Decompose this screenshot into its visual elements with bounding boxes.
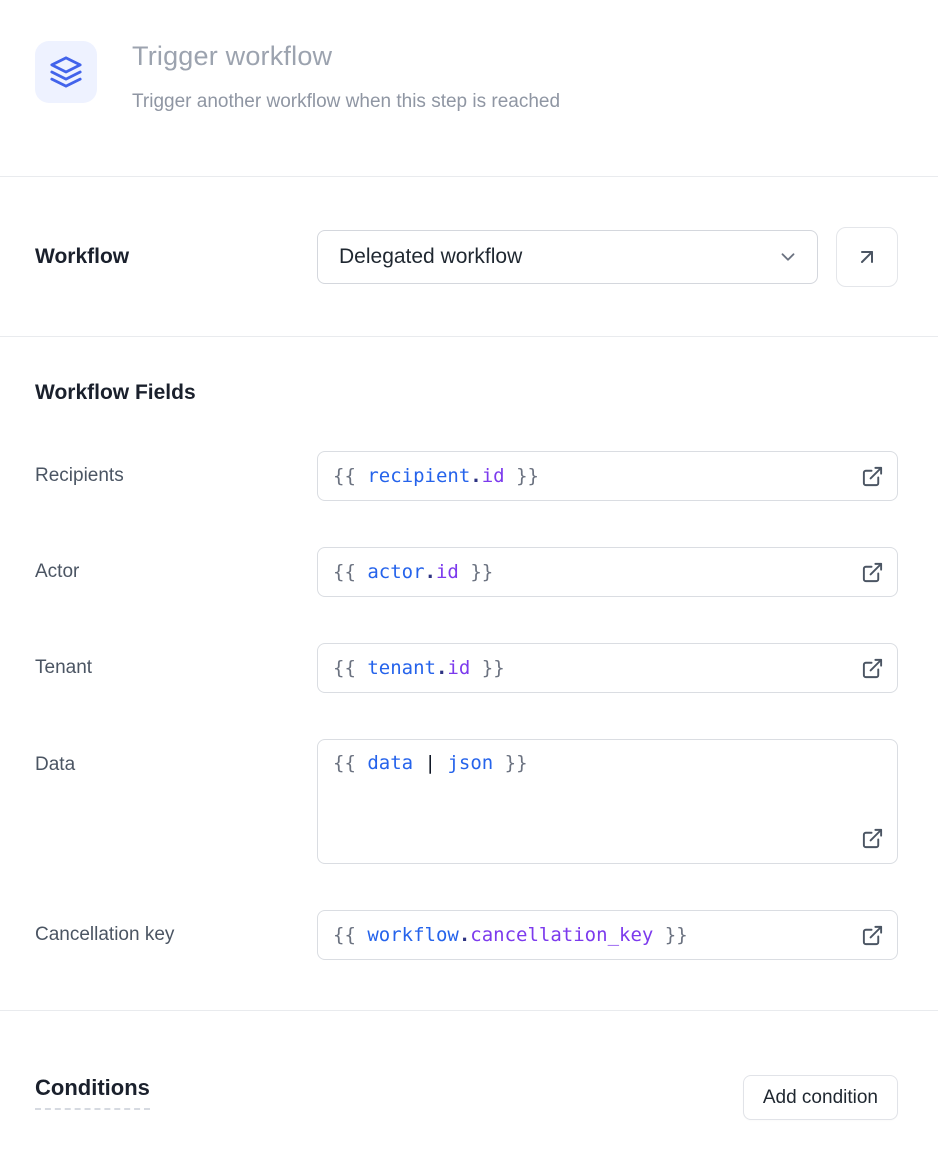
tenant-label: Tenant — [35, 657, 93, 678]
layers-icon — [49, 55, 83, 89]
tenant-input[interactable]: {{ tenant.id }} — [317, 643, 898, 693]
cancellation-key-value: {{ workflow.cancellation_key }} — [333, 924, 688, 946]
cancellation-key-input[interactable]: {{ workflow.cancellation_key }} — [317, 910, 898, 960]
recipients-input[interactable]: {{ recipient.id }} — [317, 451, 898, 501]
external-link-icon[interactable] — [860, 656, 884, 680]
conditions-heading: Conditions — [35, 1075, 150, 1110]
recipients-label: Recipients — [35, 465, 124, 486]
header-text: Trigger workflow Trigger another workflo… — [132, 41, 560, 113]
chevron-down-icon — [777, 246, 799, 268]
conditions-section: Conditions Add condition — [0, 1011, 938, 1120]
actor-input[interactable]: {{ actor.id }} — [317, 547, 898, 597]
field-row-tenant: Tenant {{ tenant.id }} — [35, 643, 898, 693]
cancellation-key-label: Cancellation key — [35, 924, 175, 945]
workflow-fields-section: Workflow Fields Recipients {{ recipient.i… — [0, 337, 938, 1011]
external-link-icon[interactable] — [860, 464, 884, 488]
workflow-selector-row: Workflow Delegated workflow — [0, 177, 938, 337]
external-link-icon[interactable] — [860, 560, 884, 584]
workflow-select[interactable]: Delegated workflow — [317, 229, 818, 284]
add-condition-button[interactable]: Add condition — [742, 1075, 898, 1120]
actor-label: Actor — [35, 561, 80, 582]
tenant-value: {{ tenant.id }} — [333, 657, 505, 679]
page-subtitle: Trigger another workflow when this step … — [132, 91, 561, 112]
page-title: Trigger workflow — [132, 41, 333, 71]
data-label: Data — [35, 754, 76, 775]
recipients-value: {{ recipient.id }} — [333, 465, 539, 487]
external-link-icon[interactable] — [860, 923, 884, 947]
field-row-cancellation-key: Cancellation key {{ workflow.cancellation… — [35, 910, 898, 960]
data-value: {{ data | json }} — [333, 752, 528, 774]
open-workflow-button[interactable] — [836, 226, 898, 287]
panel-header: Trigger workflow Trigger another workflo… — [0, 0, 938, 177]
workflow-label: Workflow — [35, 244, 130, 268]
actor-value: {{ actor.id }} — [333, 561, 494, 583]
field-row-actor: Actor {{ actor.id }} — [35, 547, 898, 597]
field-row-data: Data {{ data | json }} — [35, 739, 898, 864]
data-input[interactable]: {{ data | json }} — [317, 739, 898, 864]
step-icon-box — [35, 41, 97, 103]
external-link-icon[interactable] — [860, 826, 884, 850]
workflow-select-value: Delegated workflow — [339, 244, 523, 268]
field-row-recipients: Recipients {{ recipient.id }} — [35, 451, 898, 501]
arrow-up-right-icon — [855, 245, 879, 269]
field-rows: Recipients {{ recipient.id }} Actor {{ acto… — [35, 451, 898, 960]
workflow-fields-heading: Workflow Fields — [35, 381, 196, 404]
